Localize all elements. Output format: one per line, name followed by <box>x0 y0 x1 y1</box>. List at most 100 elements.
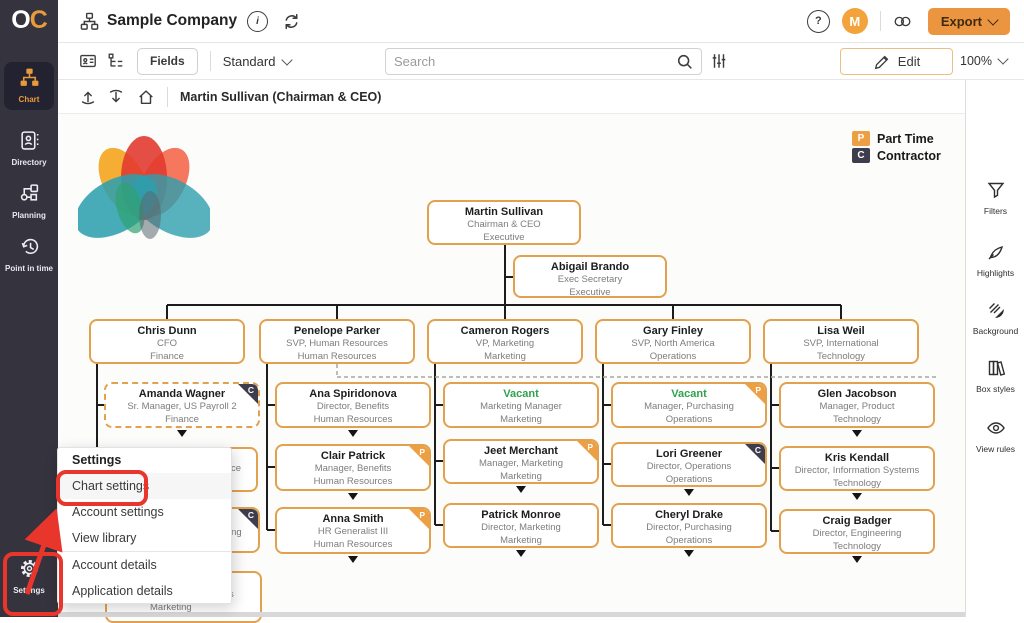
panel-item-box-styles[interactable]: Box styles <box>966 358 1024 394</box>
expand-children-arrow[interactable] <box>516 486 526 493</box>
refresh-icon[interactable] <box>282 12 301 31</box>
expand-children-arrow[interactable] <box>348 556 358 563</box>
node-department: Finance <box>165 413 199 425</box>
collapse-level-icon[interactable] <box>79 88 97 106</box>
expand-children-arrow[interactable] <box>852 430 862 437</box>
sidebar-item-label: Planning <box>12 211 46 220</box>
org-chart-icon <box>19 68 40 92</box>
zoom-dropdown[interactable]: 100% <box>960 48 1009 73</box>
node-title: Marketing Manager <box>480 401 562 412</box>
menu-item-account-settings[interactable]: Account settings <box>72 505 164 519</box>
horizontal-scrollbar[interactable] <box>58 612 1024 617</box>
menu-item-application-details[interactable]: Application details <box>72 584 173 598</box>
node-name: Penelope Parker <box>293 325 381 337</box>
node-department: Technology <box>832 477 882 489</box>
node-name: Anna Smith <box>322 513 384 525</box>
expand-children-arrow[interactable] <box>852 493 862 500</box>
top-header: Sample Company i ? M Export <box>58 0 1024 43</box>
link-icon[interactable] <box>893 12 912 31</box>
card-view-icon[interactable] <box>79 52 97 70</box>
home-icon[interactable] <box>137 88 155 106</box>
expand-children-arrow[interactable] <box>684 489 694 496</box>
node-department: Human Resources <box>313 475 393 487</box>
panel-item-filters[interactable]: Filters <box>966 180 1024 216</box>
edit-button[interactable]: Edit <box>840 48 953 75</box>
node-title: CFO <box>156 338 178 349</box>
help-icon[interactable]: ? <box>806 9 830 33</box>
node-title: Manager, Product <box>819 401 895 412</box>
org-chart-icon <box>80 12 99 31</box>
node-department: Technology <box>832 413 882 425</box>
info-icon[interactable]: i <box>247 10 269 32</box>
filter-sliders-icon[interactable] <box>710 52 728 70</box>
expand-children-arrow[interactable] <box>684 550 694 557</box>
node-title: Chairman & CEO <box>467 219 541 230</box>
export-button[interactable]: Export <box>927 7 1010 35</box>
contractor-badge: C <box>238 509 258 529</box>
node-name: Glen Jacobson <box>817 388 897 400</box>
node-title: Director, Marketing <box>481 522 561 533</box>
sidebar-item-chart[interactable]: Chart <box>4 62 54 110</box>
panel-item-view-rules[interactable]: View rules <box>966 418 1024 454</box>
org-node-partial-text: ce <box>231 463 242 474</box>
menu-item-account-details[interactable]: Account details <box>58 551 231 578</box>
expand-level-icon[interactable] <box>107 88 125 106</box>
node-title: Manager, Marketing <box>479 458 563 469</box>
menu-item-chart-settings[interactable]: Chart settings <box>58 473 231 499</box>
point-in-time-icon <box>19 238 40 261</box>
directory-icon <box>19 131 40 155</box>
node-department: Human Resources <box>313 413 393 425</box>
expand-children-arrow[interactable] <box>177 430 187 437</box>
sidebar-item-settings[interactable]: Settings <box>4 557 54 595</box>
panel-item-label: View rules <box>975 444 1016 454</box>
panel-item-background[interactable]: Background <box>966 300 1024 336</box>
view-dropdown[interactable]: Standard <box>223 54 294 69</box>
node-department: Marketing <box>484 350 526 362</box>
node-name: Chris Dunn <box>137 325 197 337</box>
search-icon[interactable] <box>676 53 694 71</box>
sidebar-item-label: Settings <box>13 586 45 595</box>
expand-children-arrow[interactable] <box>348 493 358 500</box>
sidebar-item-directory[interactable]: Directory <box>4 125 54 173</box>
panel-item-label: Box styles <box>976 384 1015 394</box>
sidebar-item-point-in-time[interactable]: Point in time <box>4 231 54 279</box>
menu-item-view-library[interactable]: View library <box>72 531 137 545</box>
search-box <box>385 48 702 75</box>
search-input[interactable] <box>386 54 676 69</box>
expand-children-arrow[interactable] <box>852 556 862 563</box>
legend-chip: C <box>852 148 870 163</box>
avatar[interactable]: M <box>841 8 868 34</box>
sidebar-item-planning[interactable]: Planning <box>4 178 54 226</box>
panel-item-highlights[interactable]: Highlights <box>966 242 1024 278</box>
tree-view-icon[interactable] <box>107 52 125 70</box>
expand-children-arrow[interactable] <box>516 550 526 557</box>
node-title: Director, Purchasing <box>646 522 732 533</box>
breadcrumb-current: Martin Sullivan (Chairman & CEO) <box>180 89 382 104</box>
expand-children-arrow[interactable] <box>348 430 358 437</box>
planning-icon <box>19 184 40 208</box>
box-styles-icon <box>986 360 1006 382</box>
panel-item-label: Filters <box>983 206 1008 216</box>
fields-button[interactable]: Fields <box>137 47 198 75</box>
